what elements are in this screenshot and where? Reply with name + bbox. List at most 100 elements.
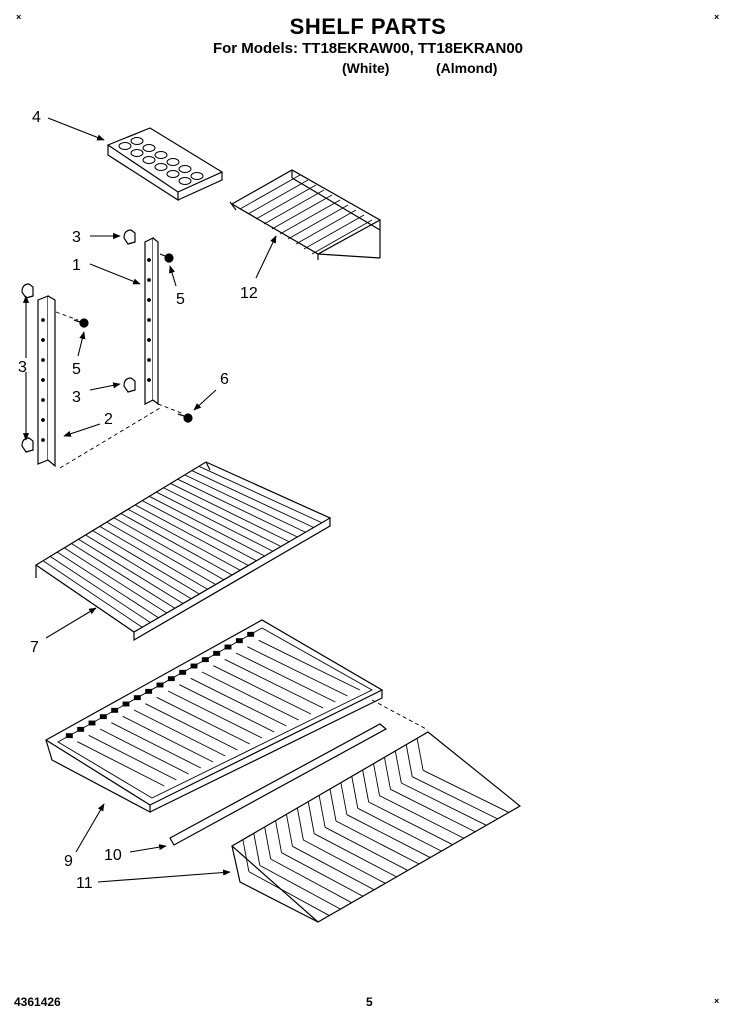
corner-mark-top-right: ×	[714, 12, 720, 22]
small-wire-shelf-part	[229, 169, 382, 260]
shelf-wire	[170, 483, 290, 543]
frame-wire	[145, 703, 238, 751]
frame-wire	[133, 709, 226, 757]
shelf-wire	[106, 521, 216, 585]
shelf-wire	[335, 820, 420, 865]
shelf-wire-riser	[373, 763, 380, 796]
callout-labels: 4 3 1 5 12 3 5 3 6 2 7 9 10 11	[18, 109, 258, 892]
frame-wire	[77, 741, 165, 787]
frame-slot	[190, 663, 198, 669]
shelf-wire	[49, 556, 151, 623]
corner-mark-top-left: ×	[16, 12, 22, 22]
callout-3-cap-upper-right: 3	[72, 229, 81, 246]
frame-wire	[190, 677, 287, 727]
frame-slot	[99, 714, 107, 720]
callout-7: 7	[30, 639, 39, 656]
callout-1: 1	[72, 257, 81, 274]
frame-wire	[179, 684, 275, 733]
rail-end-caps	[21, 229, 136, 453]
frame-slot	[145, 688, 153, 694]
frame-slot	[224, 644, 232, 650]
shelf-wire	[401, 782, 487, 826]
shelf-wire	[281, 852, 364, 897]
shelf-wire	[314, 833, 397, 878]
page-number: 5	[366, 995, 373, 1009]
frame-wire	[247, 646, 348, 697]
frame-wire	[224, 658, 324, 709]
frame-slot	[201, 657, 209, 663]
frame-wire	[258, 639, 360, 691]
callout-3-left: 3	[18, 359, 27, 376]
shelf-wire	[270, 858, 352, 904]
shelf-wire	[57, 551, 159, 619]
right-shelf-rail-part	[144, 237, 159, 406]
frame-wire	[213, 665, 312, 715]
left-shelf-rail-part	[37, 295, 56, 468]
shelf-wire-riser	[351, 776, 359, 809]
frame-slot	[167, 676, 175, 682]
frame-slot	[77, 726, 85, 732]
frame-wire	[201, 671, 299, 721]
shelf-wire	[134, 504, 249, 566]
frame-slot	[179, 669, 187, 675]
shelf-wire-riser	[362, 769, 370, 803]
frame-slot	[133, 695, 141, 701]
frame-slot	[235, 638, 243, 644]
shelf-wire-riser	[242, 839, 250, 872]
shelf-wire	[346, 814, 431, 858]
shelf-wire-riser	[286, 814, 293, 847]
shelf-wire-riser	[253, 833, 261, 866]
shelf-wire	[368, 801, 453, 846]
shelf-wire	[71, 543, 176, 609]
shelf-wire	[357, 807, 442, 852]
frame-slot	[213, 650, 221, 656]
shelf-wire	[324, 826, 408, 871]
shelf-wire	[422, 769, 509, 813]
corner-mark-bottom-right: ×	[714, 996, 720, 1006]
color-white-label: (White)	[342, 60, 390, 76]
callout-5-lower: 5	[72, 361, 81, 378]
shelf-wire	[142, 500, 257, 562]
shelf-wire-riser	[405, 744, 413, 777]
front-trim-strip-part	[169, 723, 388, 846]
shelf-wire-riser	[416, 738, 424, 771]
shelf-wire-riser	[318, 795, 326, 828]
shelf-wire	[259, 864, 341, 910]
shelf-wire	[191, 470, 314, 528]
shelf-wire	[292, 845, 375, 891]
page-title: SHELF PARTS	[289, 14, 447, 39]
frame-slot	[122, 701, 130, 707]
shelf-wire	[156, 491, 274, 552]
callout-12: 12	[240, 285, 258, 302]
frame-wire	[122, 715, 214, 763]
screws	[73, 253, 193, 423]
shelf-wire-riser	[307, 801, 315, 834]
shelf-wire	[149, 495, 265, 557]
callout-4: 4	[32, 109, 41, 126]
shelf-wire	[78, 538, 184, 604]
frame-wire	[156, 696, 250, 745]
shelf-wire	[303, 839, 386, 884]
color-almond-label: (Almond)	[436, 60, 498, 76]
callout-6: 6	[220, 371, 229, 388]
shelf-wire	[120, 513, 233, 576]
assembly-lines	[55, 311, 429, 731]
large-wire-shelf-part	[34, 461, 332, 642]
shelf-wire-riser	[329, 788, 337, 822]
callout-leaders	[22, 117, 277, 883]
callout-11: 11	[76, 875, 93, 892]
shelf-wire-riser	[340, 782, 348, 815]
shelf-wire	[379, 795, 465, 839]
shelf-wire	[92, 530, 200, 595]
shelf-wire	[177, 478, 298, 538]
shelf-wire	[248, 871, 330, 916]
shelf-wire	[99, 525, 208, 590]
frame-slot	[247, 631, 255, 637]
shelf-wire-riser	[275, 820, 282, 853]
callout-2: 2	[104, 411, 113, 428]
shelf-wire-riser	[296, 807, 304, 841]
shelf-wire	[163, 487, 282, 547]
callout-10: 10	[104, 847, 122, 864]
ice-tray-part	[106, 127, 224, 202]
